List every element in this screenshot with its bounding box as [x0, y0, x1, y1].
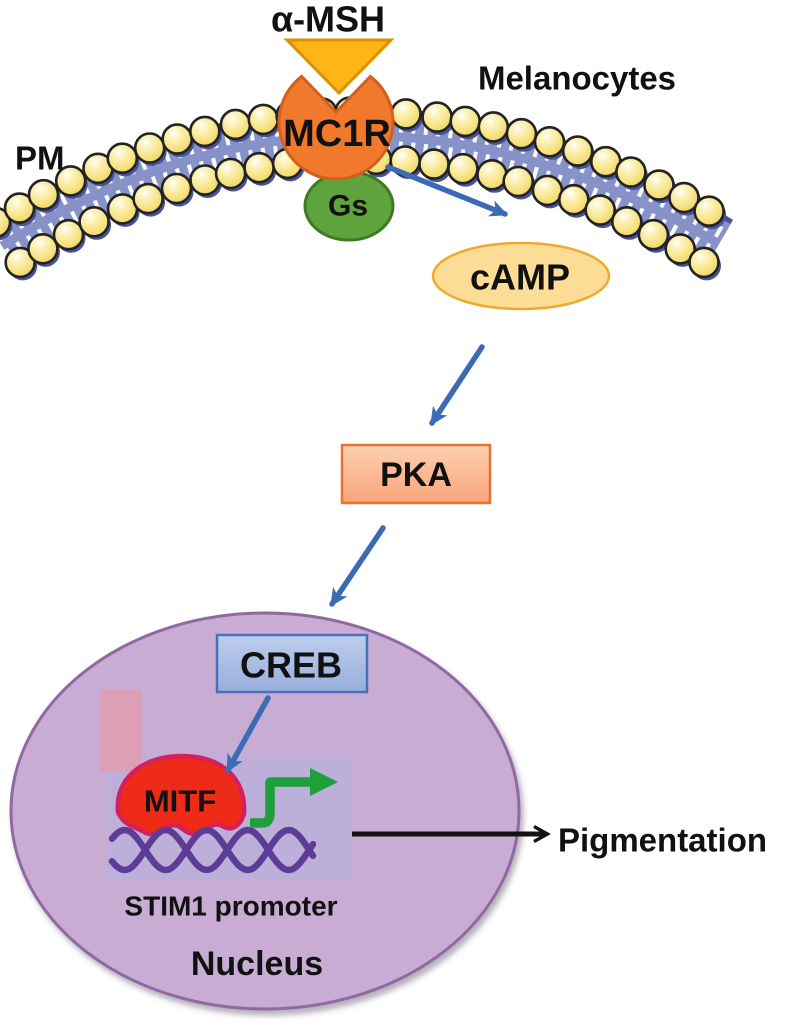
lipid-head-icon — [664, 233, 697, 265]
arrow-receptor-to-camp — [385, 164, 508, 217]
lipid-head-icon — [531, 174, 564, 207]
nucleus-label: Nucleus — [191, 945, 323, 983]
lipid-head-icon — [52, 218, 85, 251]
lipid-head-icon — [502, 165, 535, 198]
promoter-label: STIM1 promoter — [124, 891, 337, 922]
lipid-head-icon — [27, 178, 60, 211]
lipid-head-icon — [505, 117, 538, 150]
camp-label: cAMP — [470, 257, 570, 298]
lipid-head-icon — [557, 183, 590, 216]
pka-box — [340, 443, 492, 505]
lipid-head-icon — [561, 135, 594, 167]
lipid-head-icon — [78, 206, 110, 238]
lipid-head-icon — [421, 101, 453, 133]
receptor-label: MC1R — [283, 113, 391, 155]
lipid-head-icon — [27, 233, 59, 265]
lipid-head-icon — [247, 103, 280, 136]
lipid-head-icon — [161, 123, 193, 155]
plasma-membrane-label: PM — [15, 140, 65, 177]
pink-highlight-box — [100, 690, 142, 772]
lipid-head-icon — [533, 126, 566, 158]
mitf-label: MITF — [144, 784, 216, 819]
lipid-head-icon — [693, 195, 725, 227]
lipid-head-icon — [637, 218, 670, 251]
lipid-head-icon — [447, 152, 479, 185]
creb-box — [215, 633, 369, 694]
pka-label: PKA — [380, 456, 452, 494]
lipid-head-icon — [610, 206, 643, 238]
arrow-camp-to-pka — [429, 344, 485, 426]
arrow-creb-to-mitf — [225, 695, 271, 773]
lipid-head-icon — [189, 115, 221, 148]
lipid-head-icon — [418, 148, 450, 180]
arrow-pka-to-creb — [329, 525, 386, 607]
dna-strand — [108, 826, 317, 874]
lipid-head-icon — [189, 164, 221, 196]
lipid-head-icon — [243, 151, 275, 184]
lipid-head-icon — [688, 246, 720, 279]
lipid-head-icon — [449, 105, 482, 138]
transcription-arrowhead-icon — [310, 768, 338, 796]
lipid-head-icon — [4, 246, 37, 279]
transcription-arrow-stem — [250, 777, 312, 828]
lipid-head-icon — [214, 157, 247, 190]
cell-type-label: Melanocytes — [478, 60, 676, 97]
g-protein-label: Gs — [328, 190, 368, 223]
dna-helix — [108, 826, 317, 874]
lipid-head-icon — [54, 165, 87, 197]
lipid-head-icon — [219, 108, 252, 141]
lipid-head-icon — [133, 132, 166, 164]
lipid-head-icon — [477, 111, 510, 143]
lipid-head-icon — [132, 182, 164, 215]
ligand-label: α-MSH — [271, 0, 385, 40]
receptor-shape — [277, 74, 395, 181]
lipid-head-icon — [3, 192, 36, 224]
lipid-head-icon — [390, 98, 422, 130]
pigmentation-label: Pigmentation — [558, 822, 767, 859]
camp-shape — [431, 241, 611, 311]
creb-label: CREB — [240, 645, 342, 686]
lipid-head-icon — [615, 156, 647, 188]
lipid-head-icon — [584, 194, 617, 226]
lipid-head-icon — [160, 172, 193, 205]
ligand-triangle — [283, 38, 395, 96]
lipid-head-icon — [106, 142, 139, 174]
mitf-blob — [115, 753, 247, 837]
lipid-head-icon — [476, 159, 508, 191]
lipid-head-icon — [668, 181, 700, 214]
lipid-head-icon — [643, 169, 675, 201]
